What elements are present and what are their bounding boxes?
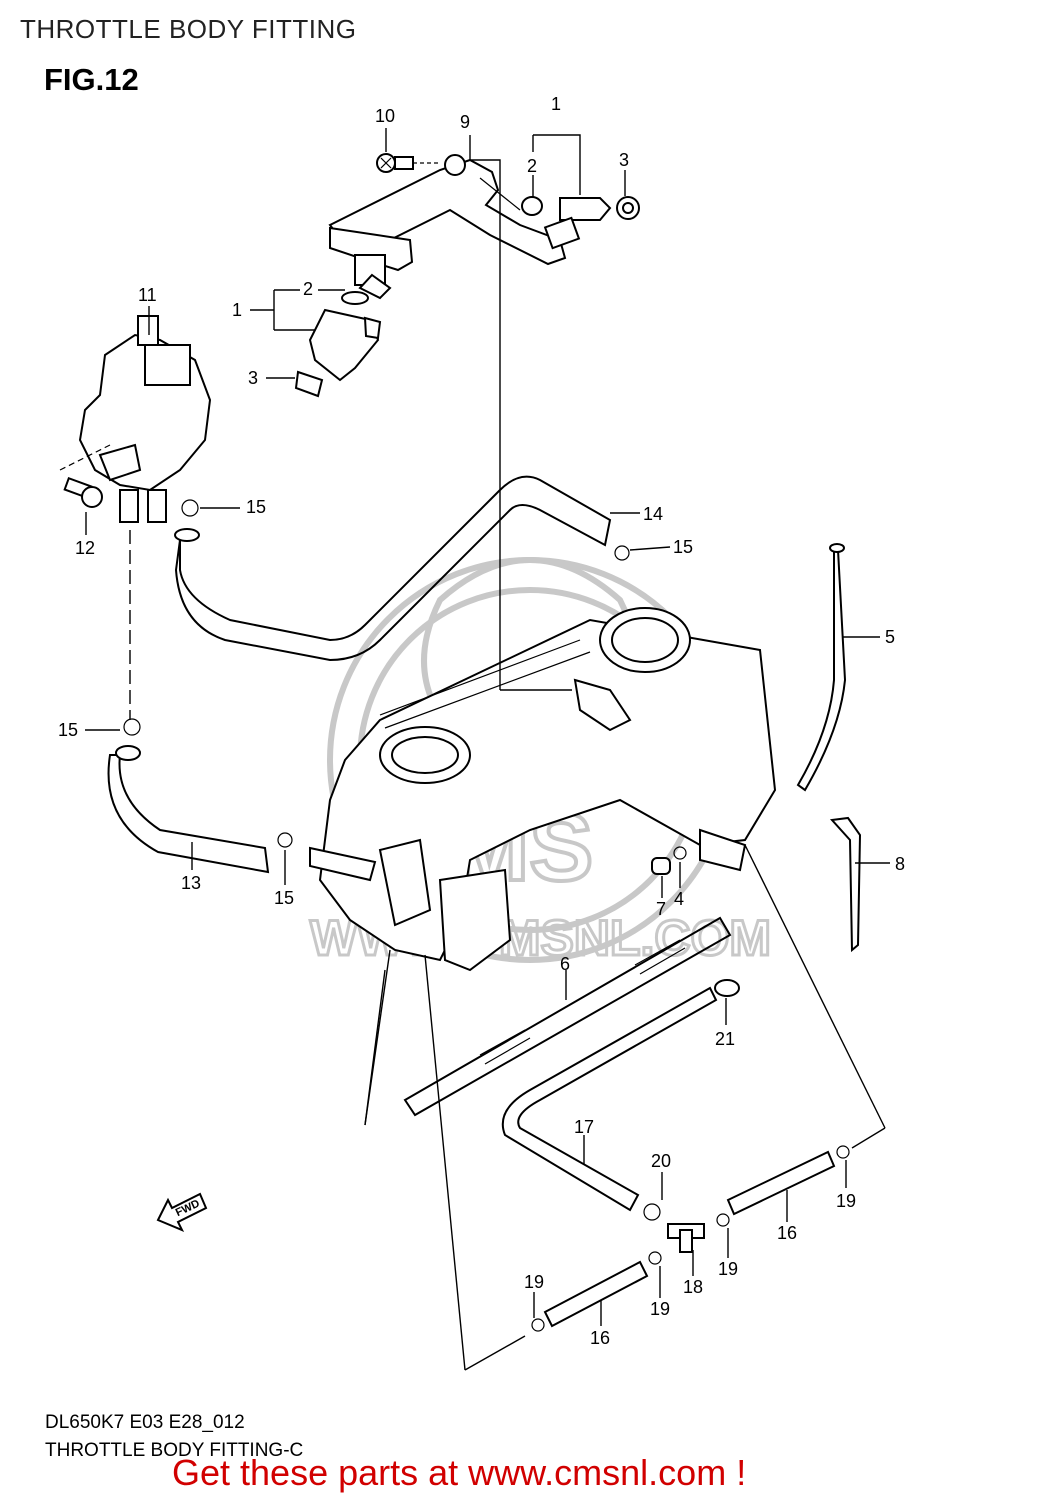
callout-12: 12 xyxy=(75,538,95,558)
injector-top xyxy=(521,196,640,250)
cable-tie-8 xyxy=(829,816,862,953)
hose-6 xyxy=(403,916,732,1117)
figure-label: FIG.12 xyxy=(44,62,139,97)
callout-1-top: 1 xyxy=(551,94,561,114)
callout-2-top: 2 xyxy=(527,156,537,176)
injector-left xyxy=(294,291,382,398)
throttle-body xyxy=(309,607,777,972)
callout-2-left: 2 xyxy=(303,279,313,299)
callout-11: 11 xyxy=(138,285,157,305)
callout-3-top: 3 xyxy=(619,150,629,170)
fuel-delivery-pipe xyxy=(328,154,567,300)
callout-3-left: 3 xyxy=(248,368,258,388)
callout-19-a: 19 xyxy=(836,1191,856,1211)
page-title: THROTTLE BODY FITTING xyxy=(20,14,357,44)
hose-17 xyxy=(501,986,718,1212)
callout-20: 20 xyxy=(651,1151,671,1171)
buy-parts-link[interactable]: Get these parts at www.cmsnl.com ! xyxy=(172,1452,747,1493)
screw-10 xyxy=(376,153,440,173)
t-joint-18 xyxy=(667,1223,705,1253)
clip-4 xyxy=(673,846,687,860)
diagram-code: DL650K7 E03 E28_012 xyxy=(45,1412,245,1433)
callout-1-left: 1 xyxy=(232,300,242,320)
callout-6: 6 xyxy=(560,954,570,974)
callout-15-b: 15 xyxy=(673,537,693,557)
hose-16-right xyxy=(726,1150,836,1216)
callout-18: 18 xyxy=(683,1277,703,1297)
fwd-arrow-icon: FWD xyxy=(156,1192,208,1232)
callout-16-b: 16 xyxy=(590,1328,610,1348)
callout-19-b: 19 xyxy=(718,1259,738,1279)
callout-13: 13 xyxy=(181,873,201,893)
callout-10: 10 xyxy=(375,106,395,126)
callout-19-c: 19 xyxy=(650,1299,670,1319)
bolt-12 xyxy=(63,476,103,508)
hose-13 xyxy=(107,754,270,874)
callout-9: 9 xyxy=(460,112,470,132)
hose-14 xyxy=(174,475,612,662)
callout-16-a: 16 xyxy=(777,1223,797,1243)
callout-14: 14 xyxy=(643,504,663,524)
callout-8: 8 xyxy=(895,854,905,874)
callout-17: 17 xyxy=(574,1117,594,1137)
callout-5: 5 xyxy=(885,627,895,647)
diagram-subtitle: THROTTLE BODY FITTING-C xyxy=(45,1440,304,1461)
clamp-21 xyxy=(714,979,740,997)
hose-16-left xyxy=(543,1260,649,1328)
callout-15-a: 15 xyxy=(246,497,266,517)
callout-21: 21 xyxy=(715,1029,735,1049)
iac-valve xyxy=(59,315,212,523)
callout-15-c: 15 xyxy=(58,720,78,740)
cap-7 xyxy=(651,857,671,875)
callout-15-d: 15 xyxy=(274,888,294,908)
callout-4: 4 xyxy=(674,889,684,909)
callout-19-d: 19 xyxy=(524,1272,544,1292)
clips xyxy=(123,499,850,1332)
hose-5 xyxy=(796,549,847,792)
callout-7: 7 xyxy=(656,899,666,919)
